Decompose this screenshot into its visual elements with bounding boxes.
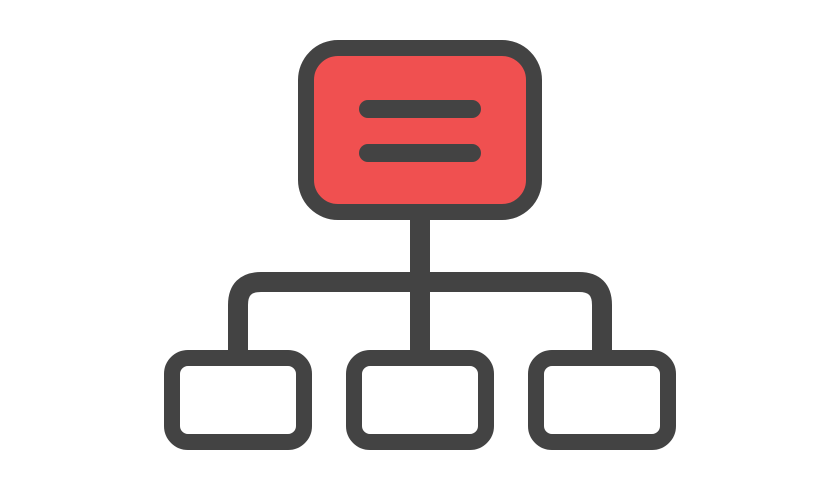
child-box-left: [164, 350, 312, 450]
connector-lines: [228, 202, 612, 380]
branch-bar: [228, 272, 612, 380]
child-box-right: [528, 350, 676, 450]
child-nodes: [164, 350, 676, 450]
parent-box: [298, 40, 542, 220]
parent-node: [298, 40, 542, 220]
child-box-center: [346, 350, 494, 450]
